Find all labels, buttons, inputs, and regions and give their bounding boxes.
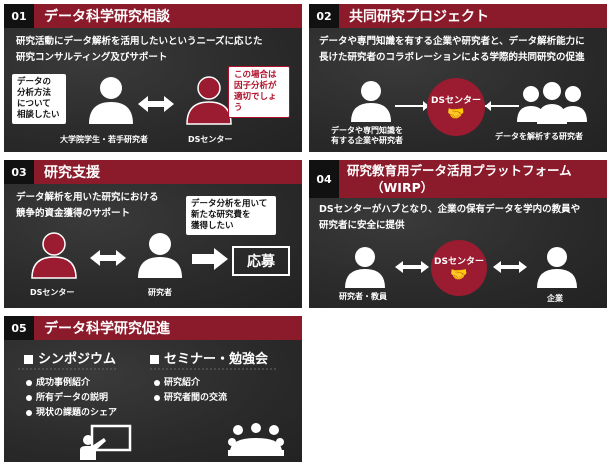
panel-title: データ科学研究促進 [44,321,170,337]
question-bubble: データの 分析方法 について 相談したい [12,74,66,124]
double-arrow-icon [493,261,527,273]
panel-consultation: 01 データ科学研究相談 研究活動にデータ解析を活用したいというニーズに応じた … [4,4,302,152]
divider-line [18,368,278,370]
panel-header: 01 データ科学研究相談 [4,4,302,28]
group-researchers-icon [517,82,587,124]
bullet-dot-icon [154,379,160,386]
company-label: 企業 [547,294,563,303]
seminar-heading: セミナー・勉強会 [150,348,268,367]
panel-title: データ科学研究相談 [44,9,170,25]
panel-title: 研究支援 [44,165,100,181]
description-line-2: 長けた研究者のコラボレーションによる学際的共同研究の促進 [319,52,585,63]
bullet-dot-icon [154,394,160,401]
description-line-2: 研究コンサルティング及びサポート [16,52,168,63]
researcher-label: 研究者 [148,288,172,297]
company-person-icon [537,247,577,288]
square-bullet-icon [24,355,33,364]
right-arrow-connector [485,101,519,111]
panel-header: 04 研究教育用データ活用プラットフォーム （WIRP） [309,160,607,198]
description-line-2: 研究者に安全に提供 [319,220,405,231]
panel-header: 03 研究支援 [4,160,302,184]
panel-data-platform: 04 研究教育用データ活用プラットフォーム （WIRP） DSセンターがハブとな… [309,160,607,308]
bullet-dot-icon [26,379,32,386]
company-person-icon [351,81,391,122]
panel-header: 02 共同研究プロジェクト [309,4,607,28]
student-label: 大学院学生・若手研究者 [60,135,148,144]
bullet-dot-icon [26,409,32,416]
researcher-person-icon [138,233,182,278]
right-arrow-icon [192,248,228,270]
panel-research-promotion: 05 データ科学研究促進 シンポジウム セミナー・勉強会 成功事例紹介 所有デー… [4,316,302,462]
ds-center-person-icon [31,232,77,279]
description-line-1: データ解析を用いた研究における [16,192,159,203]
ds-center-label: DSセンター [30,288,75,297]
square-bullet-icon [150,355,159,364]
description-line-1: DSセンターがハブとなり、企業の保有データを学内の教員や [319,204,581,215]
double-arrow-icon [90,250,126,266]
panel-joint-research: 02 共同研究プロジェクト データや専門知識を有する企業や研究者と、データ解析能… [309,4,607,152]
description-line-1: 研究活動にデータ解析を活用したいというニーズに応じた [16,36,263,47]
panel-number: 01 [4,4,34,28]
list-item: 現状の課題のシェア [26,406,117,420]
ds-center-label: DSセンター [188,135,233,144]
panel-research-support: 03 研究支援 データ解析を用いた研究における 競争的資金獲得のサポート データ… [4,160,302,308]
panel-title: 共同研究プロジェクト [349,9,489,25]
list-item: 研究紹介 [154,376,200,390]
ds-center-hub: DSセンター 🤝 [427,78,485,136]
bullet-dot-icon [26,394,32,401]
panel-header: 05 データ科学研究促進 [4,316,302,340]
answer-bubble: この場合は 因子分析が 適切でしょう [228,66,290,118]
request-bubble: データ分析を用いて 新たな研究費を 獲得したい [186,196,276,235]
researcher-label: データを解析する研究者 [495,132,583,141]
apply-box: 応募 [232,246,290,276]
handshake-icon: 🤝 [447,105,465,122]
panel-number: 04 [309,160,339,198]
panel-number: 03 [4,160,34,184]
handshake-icon: 🤝 [450,266,468,283]
list-item: 成功事例紹介 [26,376,90,390]
presentation-icon [80,424,132,460]
panel-title: 研究教育用データ活用プラットフォーム （WIRP） [347,163,572,195]
faculty-label: 研究者・教員 [339,292,387,301]
student-person-icon [89,77,133,124]
double-arrow-icon [395,261,429,273]
list-item: 所有データの説明 [26,391,108,405]
panel-number: 02 [309,4,339,28]
left-arrow-connector [395,101,429,111]
description-line-1: データや専門知識を有する企業や研究者と、データ解析能力に [319,36,585,47]
meeting-icon [228,423,284,456]
panel-number: 05 [4,316,34,340]
symposium-heading: シンポジウム [24,348,116,367]
ds-center-person-icon [186,76,232,125]
faculty-person-icon [345,247,385,288]
ds-center-hub: DSセンター 🤝 [431,240,487,296]
description-line-2: 競争的資金獲得のサポート [16,208,131,219]
list-item: 研究者間の交流 [154,391,227,405]
company-label: データや専門知識を 有する企業や研究者 [331,126,403,145]
double-arrow-icon [138,96,174,112]
